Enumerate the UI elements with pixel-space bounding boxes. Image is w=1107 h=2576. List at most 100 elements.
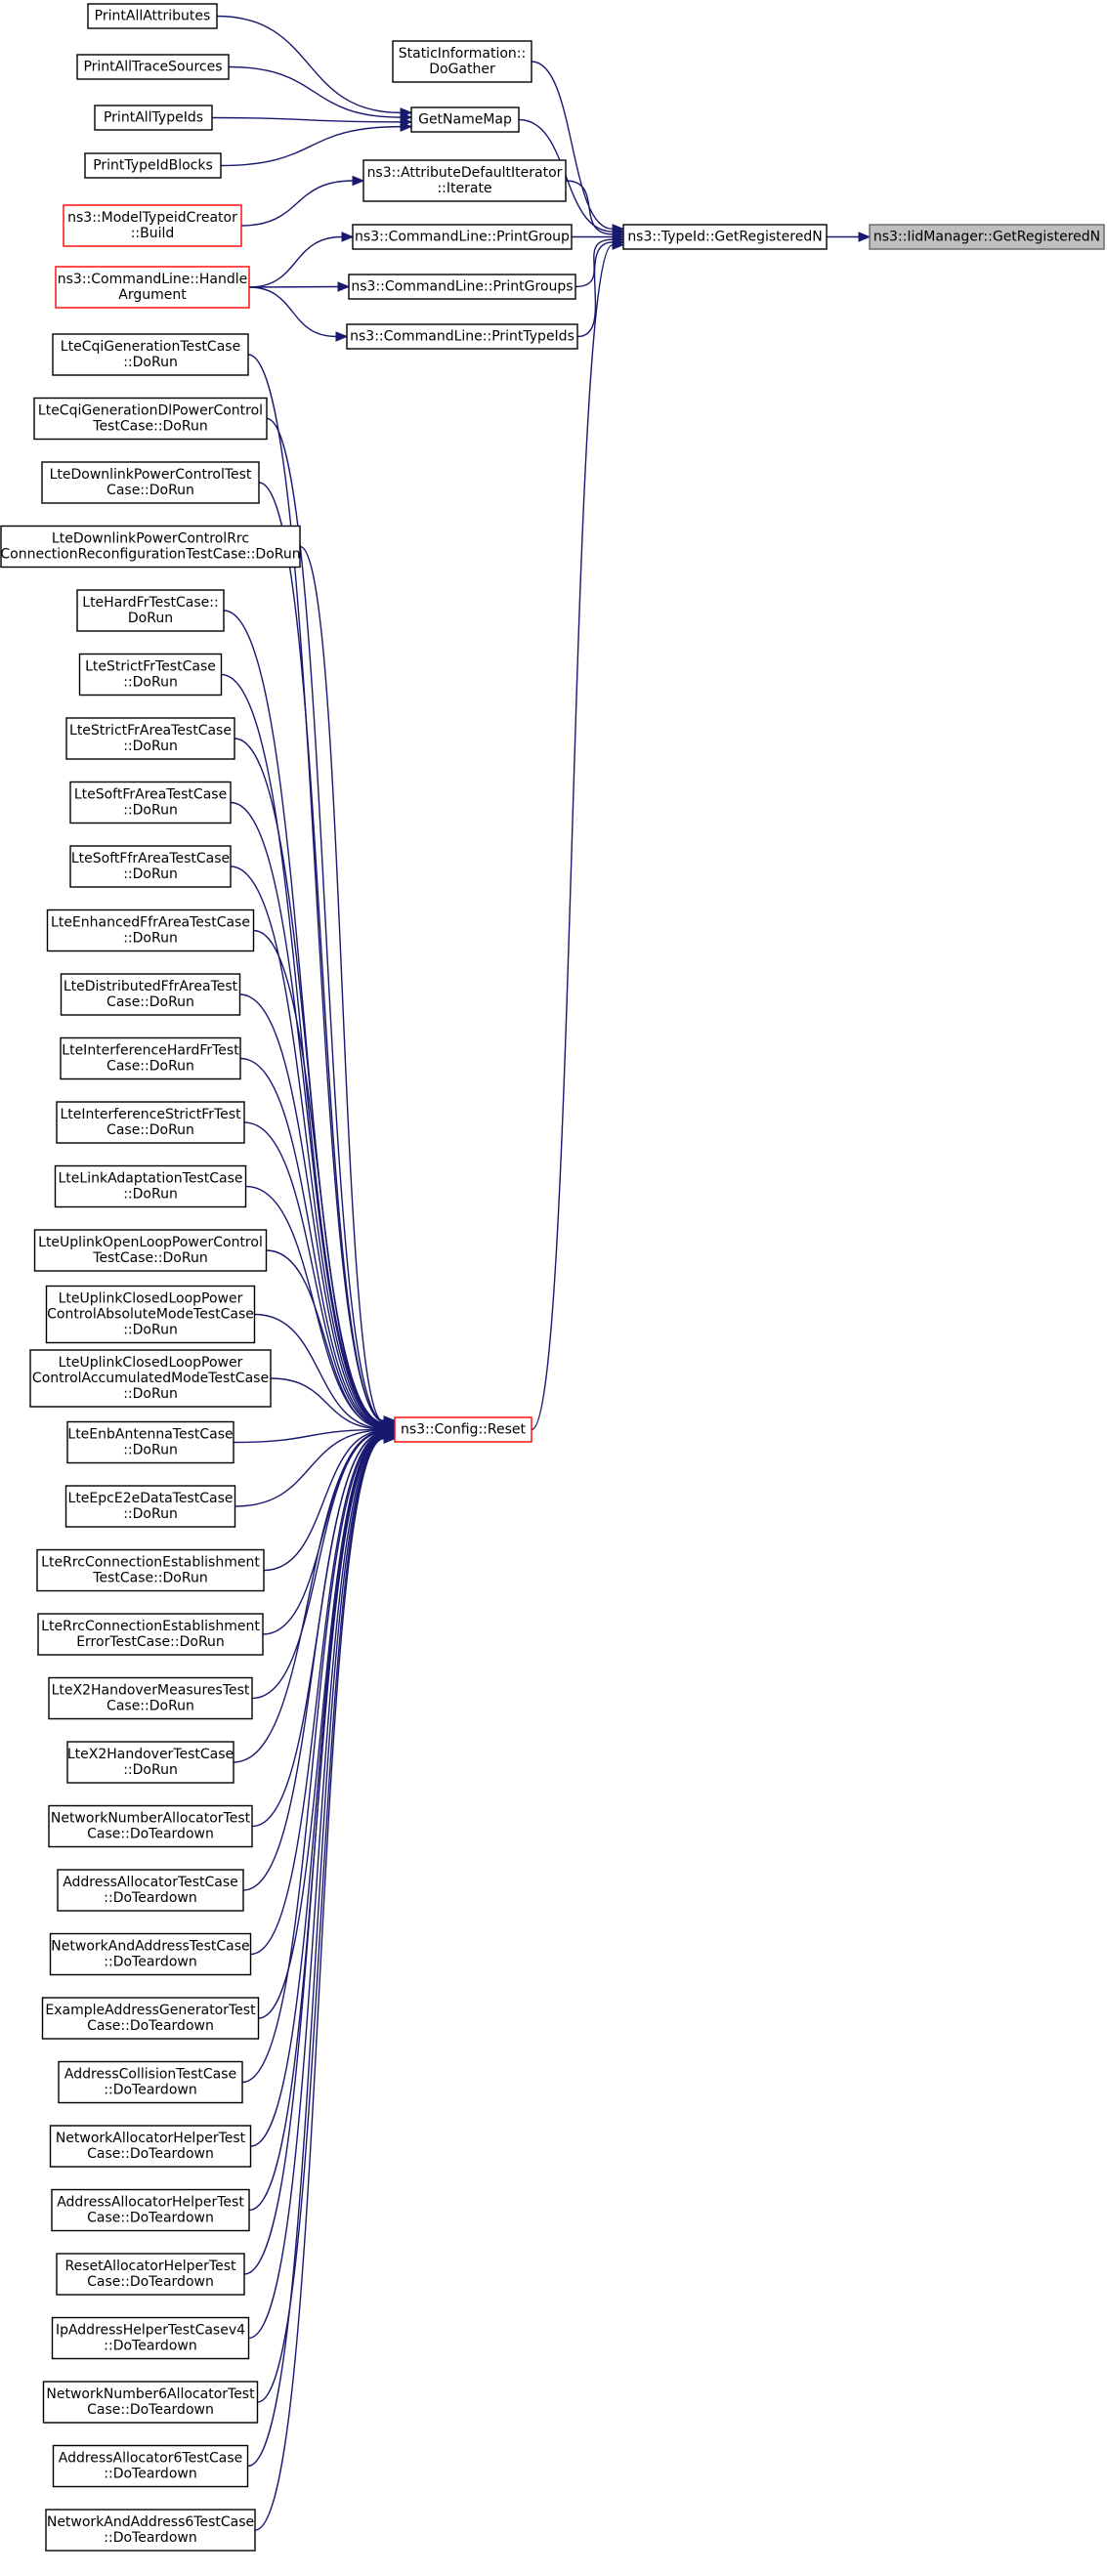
node-label-line: LteCqiGenerationTestCase <box>61 339 240 355</box>
node-box <box>57 1869 244 1912</box>
node-label-line: LteSoftFrAreaTestCase <box>74 787 227 803</box>
node-ltedownlinkpowercontrolrrc-connectionreconfigurationtestcase-dorun[interactable]: LteDownlinkPowerControlRrcConnectionReco… <box>0 525 301 569</box>
node-ltehardfrtestcase-dorun[interactable]: LteHardFrTestCase::DoRun <box>76 589 225 632</box>
node-box <box>48 1804 253 1848</box>
node-box <box>41 1997 260 2040</box>
node-box <box>64 1485 236 1528</box>
node-printtypeidblocks[interactable]: PrintTypeIdBlocks <box>84 152 222 179</box>
node-box <box>69 845 232 888</box>
node-ns3-commandline-printgroup[interactable]: ns3::CommandLine::PrintGroup <box>352 224 573 250</box>
node-ltesoftffrareatestcase-dorun[interactable]: LteSoftFfrAreaTestCase::DoRun <box>69 845 232 888</box>
node-label-line: ::DoRun <box>123 355 178 370</box>
node-getnamemap[interactable]: GetNameMap <box>410 106 520 133</box>
node-label-line: ::DoRun <box>123 739 178 754</box>
edge-line <box>253 929 385 1426</box>
node-addressallocatortestcase-doteardown[interactable]: AddressAllocatorTestCase::DoTeardown <box>57 1869 244 1912</box>
node-box <box>78 653 223 697</box>
node-networkandaddresstestcase-doteardown[interactable]: NetworkAndAddressTestCase::DoTeardown <box>49 1932 252 1976</box>
node-printallattributes[interactable]: PrintAllAttributes <box>87 3 218 29</box>
edge-line <box>257 1436 385 2403</box>
node-box <box>41 461 260 504</box>
node-ltestrictfrtestcase-dorun[interactable]: LteStrictFrTestCase::DoRun <box>78 653 223 697</box>
node-addressallocatorhelpertest-case-doteardown[interactable]: AddressAllocatorHelperTestCase::DoTeardo… <box>51 2188 250 2232</box>
edge-line <box>254 1313 385 1430</box>
node-label-line: ns3::CommandLine::Handle <box>58 272 247 287</box>
edge-line <box>248 285 339 288</box>
node-box <box>55 266 250 309</box>
node-ltex2handovertestcase-dorun[interactable]: LteX2HandoverTestCase::DoRun <box>66 1741 234 1784</box>
node-exampleaddressgeneratortest-case-doteardown[interactable]: ExampleAddressGeneratorTestCase::DoTeard… <box>41 1997 260 2040</box>
node-ltelinkadaptationtestcase-dorun[interactable]: LteLinkAdaptationTestCase::DoRun <box>54 1164 247 1208</box>
node-ns3-commandline-printtypeids[interactable]: ns3::CommandLine::PrintTypeIds <box>346 323 578 350</box>
node-box <box>46 908 255 952</box>
node-label-line: PrintAllAttributes <box>95 9 211 24</box>
edge-c32-to-config <box>248 1431 397 2340</box>
node-box <box>63 204 242 247</box>
node-ns3-iidmanager-getregisteredn[interactable]: ns3::IidManager::GetRegisteredN <box>869 224 1105 250</box>
edge-arrowhead <box>383 1433 397 1444</box>
node-lteenbantennatestcase-dorun[interactable]: LteEnbAntennaTestCase::DoRun <box>66 1420 234 1464</box>
node-box <box>48 1676 253 1720</box>
node-ns3-modeltypeidcreator-build[interactable]: ns3::ModelTypeidCreator::Build <box>63 204 242 247</box>
node-label-line: Case::DoRun <box>106 1122 194 1138</box>
node-label-line: ns3::CommandLine::PrintTypeIds <box>350 329 575 345</box>
node-printalltypeids[interactable]: PrintAllTypeIds <box>94 105 213 131</box>
node-box <box>352 224 573 250</box>
node-box <box>45 1285 256 1344</box>
node-label-line: IpAddressHelperTestCasev4 <box>56 2323 245 2339</box>
node-lteuplinkclosedlooppower-controlabsolutemodetestcase-dorun[interactable]: LteUplinkClosedLoopPowerControlAbsoluteM… <box>45 1285 256 1344</box>
node-label-line: ns3::IidManager::GetRegisteredN <box>873 230 1100 245</box>
node-networkandaddress6testcase-doteardown[interactable]: NetworkAndAddress6TestCase::DoTeardown <box>45 2509 256 2552</box>
node-ipaddresshelpertestcasev4-doteardown[interactable]: IpAddressHelperTestCasev4::DoTeardown <box>51 2316 250 2360</box>
node-box <box>49 2125 252 2168</box>
node-lteuplinkopenlooppowercontrol-testcase-dorun[interactable]: LteUplinkOpenLoopPowerControlTestCase::D… <box>33 1229 268 1272</box>
edge-line <box>240 180 354 227</box>
node-label-line: PrintAllTypeIds <box>104 110 203 126</box>
node-networknumber6allocatortest-case-doteardown[interactable]: NetworkNumber6AllocatorTestCase::DoTeard… <box>42 2381 259 2424</box>
node-lteenhancedffrareatestcase-dorun[interactable]: LteEnhancedFfrAreaTestCase::DoRun <box>46 908 255 952</box>
node-ltesoftfrareatestcase-dorun[interactable]: LteSoftFrAreaTestCase::DoRun <box>69 781 232 824</box>
node-ltecqigenerationdlpowercontrol-testcase-dorun[interactable]: LteCqiGenerationDlPowerControlTestCase::… <box>33 397 268 441</box>
edge-c1-to-config <box>247 354 397 1426</box>
node-label-line: LteRrcConnectionEstablishment <box>41 1619 260 1634</box>
edge-line <box>248 286 337 338</box>
node-ltestrictfrareatestcase-dorun[interactable]: LteStrictFrAreaTestCase::DoRun <box>65 717 235 760</box>
node-ltecqigenerationtestcase-dorun[interactable]: LteCqiGenerationTestCase::DoRun <box>52 333 249 376</box>
edge-typeid-to-root <box>827 232 872 242</box>
node-ns3-config-reset[interactable]: ns3::Config::Reset <box>394 1416 532 1443</box>
node-label-line: LteSoftFfrAreaTestCase <box>71 851 230 866</box>
node-label-line: LteEnbAntennaTestCase <box>67 1427 233 1443</box>
node-addresscollisiontestcase-doteardown[interactable]: AddressCollisionTestCase::DoTeardown <box>58 2060 243 2104</box>
edge-line <box>242 1432 385 1891</box>
node-ns3-commandline-printgroups[interactable]: ns3::CommandLine::PrintGroups <box>348 274 576 300</box>
node-lterrcconnectionestablishment-testcase-dorun[interactable]: LteRrcConnectionEstablishmentTestCase::D… <box>36 1548 265 1592</box>
node-addressallocator6testcase-doteardown[interactable]: AddressAllocator6TestCase::DoTeardown <box>52 2444 249 2488</box>
node-label-line: ::Build <box>131 226 175 241</box>
node-ns3-attributedefaultiterator-iterate[interactable]: ns3::AttributeDefaultIterator::Iterate <box>362 159 567 202</box>
edge-arrowhead <box>335 331 349 342</box>
edge-line <box>239 1057 385 1427</box>
node-lterrcconnectionestablishment-errortestcase-dorun[interactable]: LteRrcConnectionEstablishmentErrorTestCa… <box>37 1613 264 1656</box>
node-label-line: LteInterferenceStrictFrTest <box>60 1107 241 1122</box>
node-lteuplinkclosedlooppower-controlaccumulatedmodetestcase-dorun[interactable]: LteUplinkClosedLoopPowerControlAccumulat… <box>29 1349 272 1408</box>
node-networkallocatorhelpertest-case-doteardown[interactable]: NetworkAllocatorHelperTestCase::DoTeardo… <box>49 2125 252 2168</box>
node-label-line: TestCase::DoRun <box>92 1571 207 1586</box>
node-ns3-typeid-getregisteredn[interactable]: ns3::TypeId::GetRegisteredN <box>622 224 828 250</box>
node-label-line: ::DoTeardown <box>104 1955 196 1970</box>
node-lteepce2edatatestcase-dorun[interactable]: LteEpcE2eDataTestCase::DoRun <box>64 1485 236 1528</box>
edge-line <box>230 866 385 1426</box>
node-label-line: ns3::CommandLine::PrintGroup <box>355 230 570 245</box>
node-networknumberallocatortest-case-doteardown[interactable]: NetworkNumberAllocatorTestCase::DoTeardo… <box>48 1804 253 1848</box>
node-printalltracesources[interactable]: PrintAllTraceSources <box>76 54 230 80</box>
node-box <box>49 1932 252 1976</box>
node-staticinformation-dogather[interactable]: StaticInformation::DoGather <box>392 40 532 83</box>
node-label-line: Case::DoTeardown <box>87 2211 214 2226</box>
